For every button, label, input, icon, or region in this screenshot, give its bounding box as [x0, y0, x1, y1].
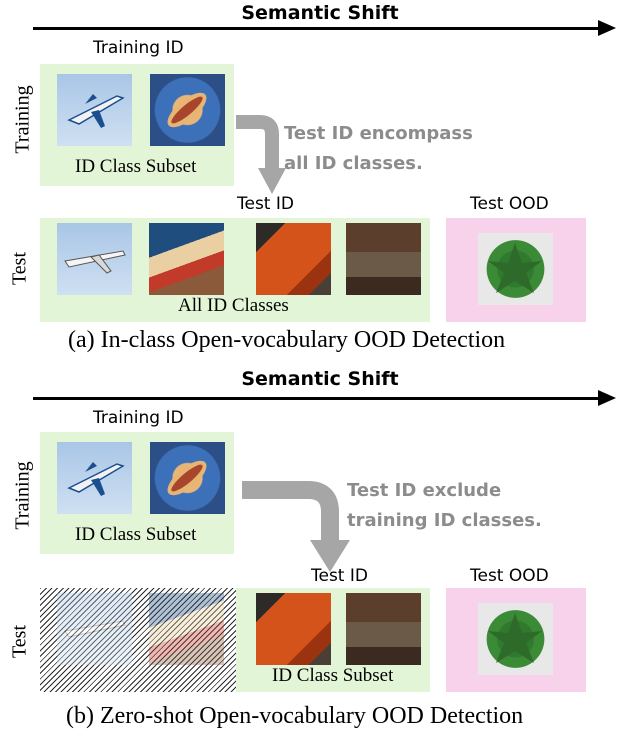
test-ood-title-b: Test OOD: [470, 566, 549, 586]
caption-b: (b) Zero-shot Open-vocabulary OOD Detect…: [66, 703, 524, 729]
airplane-image: [57, 74, 132, 146]
semantic-shift-arrow-b-head: [598, 390, 616, 406]
tank-image: [346, 593, 421, 665]
semantic-shift-arrow-b-line: [33, 397, 603, 400]
tank-image: [346, 223, 421, 295]
semantic-shift-arrow-a-head: [598, 20, 616, 36]
training-id-box-a: ID Class Subset: [40, 64, 234, 186]
plant-image: [478, 233, 553, 305]
gray-arrow-a: [236, 115, 286, 194]
test-ood-box-b: [446, 588, 586, 692]
caption-a: (a) In-class Open-vocabulary OOD Detecti…: [68, 327, 506, 353]
semantic-shift-label-a: Semantic Shift: [241, 2, 399, 24]
race-car-image: [256, 223, 331, 295]
test-id-box-a: All ID Classes: [40, 218, 430, 322]
airplane-image: [57, 442, 132, 514]
semantic-shift-label-b: Semantic Shift: [241, 368, 399, 390]
annotation-b-line1: Test ID exclude: [347, 480, 502, 501]
gray-arrow-b: [242, 481, 350, 572]
test-ood-box-a: [446, 218, 586, 322]
test-ood-title-a: Test OOD: [470, 194, 549, 214]
plant-image: [478, 603, 553, 675]
race-car-image: [256, 593, 331, 665]
annotation-a-line2: all ID classes.: [284, 153, 423, 174]
annotation-a: Test ID encompass all ID classes.: [284, 119, 473, 179]
id-class-subset-label-b: ID Class Subset: [75, 524, 197, 545]
test-id-title-a: Test ID: [237, 194, 294, 214]
hotdog-image: [150, 74, 225, 146]
test-id-box-b: ID Class Subset: [236, 588, 430, 692]
training-side-label-a: Training: [11, 85, 34, 154]
annotation-a-line1: Test ID encompass: [284, 123, 473, 144]
test-id-class-subset-label: ID Class Subset: [272, 665, 394, 686]
hotdog-image: [149, 223, 224, 295]
training-id-title-a: Training ID: [93, 38, 184, 58]
excluded-classes-box: [40, 588, 236, 692]
annotation-b: Test ID exclude training ID classes.: [347, 476, 542, 536]
test-id-title-b: Test ID: [311, 566, 368, 586]
test-side-label-a: Test: [8, 251, 31, 286]
all-id-classes-label: All ID Classes: [178, 295, 289, 316]
hotdog-image: [150, 442, 225, 514]
annotation-b-line2: training ID classes.: [347, 510, 542, 531]
training-side-label-b: Training: [11, 461, 34, 530]
semantic-shift-arrow-a-line: [33, 27, 603, 30]
test-side-label-b: Test: [8, 624, 31, 659]
hotdog-image: [149, 593, 224, 665]
airplane-image: [57, 223, 132, 295]
airplane-image: [57, 593, 132, 665]
training-id-title-b: Training ID: [93, 408, 184, 428]
training-id-box-b: ID Class Subset: [40, 432, 234, 554]
id-class-subset-label-a: ID Class Subset: [75, 156, 197, 177]
